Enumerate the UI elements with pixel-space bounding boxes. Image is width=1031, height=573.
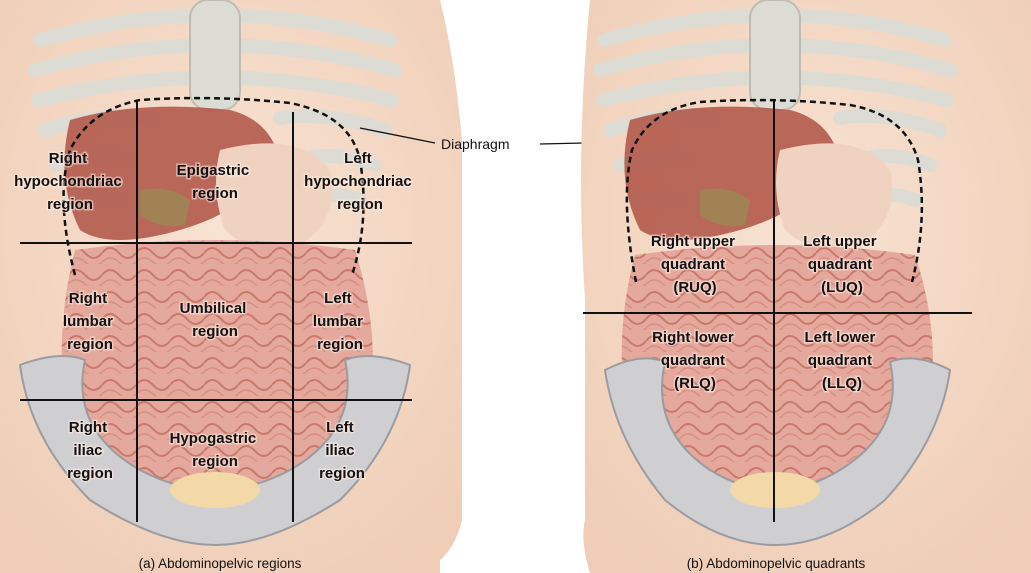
bladder (170, 472, 260, 508)
panel-a-torso-illustration (0, 0, 462, 573)
diaphragm-label: Diaphragm (441, 136, 509, 152)
panel-b-torso-illustration (575, 0, 1031, 573)
sternum (190, 0, 240, 110)
panel-b: Right upper quadrant (RUQ) Left upper qu… (575, 0, 1031, 573)
sternum-b (750, 0, 800, 110)
caption-panel-b: (b) Abdominopelvic quadrants (687, 556, 866, 571)
caption-panel-a: (a) Abdominopelvic regions (139, 556, 302, 571)
panel-a: Right hypochondriac region Epigastric re… (0, 0, 462, 573)
label-right-iliac: Right iliac region (67, 419, 113, 482)
label-right-lumbar: Right lumbar region (63, 290, 117, 353)
